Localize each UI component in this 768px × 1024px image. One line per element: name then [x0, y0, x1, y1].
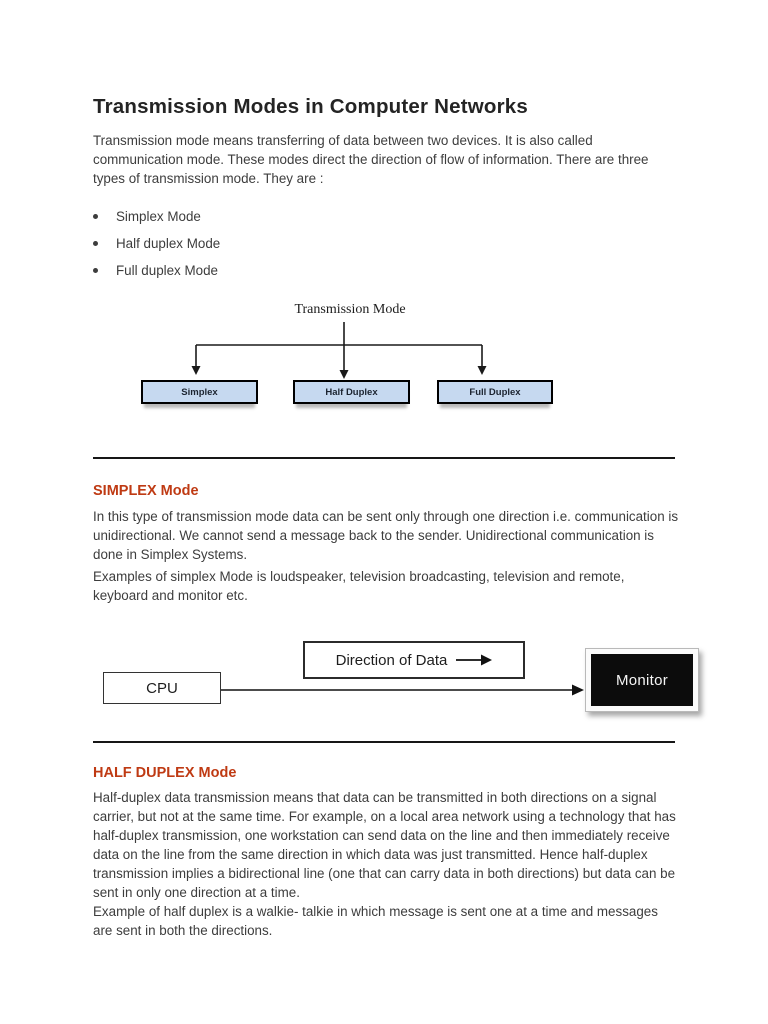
direction-of-data-box: Direction of Data [303, 641, 525, 679]
section-divider [93, 457, 675, 459]
half-duplex-paragraph-1: Half-duplex data transmission means that… [93, 790, 676, 900]
half-duplex-section-heading: HALF DUPLEX Mode [93, 765, 237, 781]
bullet-label: Full duplex Mode [116, 263, 218, 278]
monitor-box: Monitor [585, 648, 699, 712]
bullet-label: Simplex Mode [116, 209, 201, 224]
simplex-paragraph-2: Examples of simplex Mode is loudspeaker,… [93, 569, 625, 603]
tree-root-label: Transmission Mode [294, 302, 406, 317]
bullet-label: Half duplex Mode [116, 236, 221, 251]
transmission-mode-tree-diagram: Transmission Mode Simplex Half Duplex Fu… [140, 300, 560, 410]
tree-box-half-duplex: Half Duplex [293, 380, 410, 404]
bullet-item-half-duplex: Half duplex Mode [93, 236, 493, 251]
simplex-section-heading: SIMPLEX Mode [93, 483, 199, 499]
page-title: Transmission Modes in Computer Networks [93, 95, 528, 118]
monitor-screen: Monitor [591, 654, 693, 706]
direction-of-data-label: Direction of Data [335, 651, 448, 669]
tree-connector-arrows-icon [191, 322, 487, 379]
intro-paragraph: Transmission mode means transferring of … [93, 133, 649, 186]
half-duplex-paragraph-2: Example of half duplex is a walkie- talk… [93, 904, 658, 938]
bullet-item-simplex: Simplex Mode [93, 209, 493, 224]
tree-box-simplex: Simplex [141, 380, 258, 404]
cpu-box: CPU [103, 672, 221, 704]
simplex-flow-diagram: Direction of Data CPU Monitor [93, 634, 705, 722]
bullet-item-full-duplex: Full duplex Mode [93, 263, 493, 278]
right-arrow-icon [456, 654, 493, 666]
tree-box-full-duplex: Full Duplex [437, 380, 553, 404]
section-divider [93, 741, 675, 743]
bullet-icon [93, 267, 98, 273]
bullet-icon [93, 240, 98, 246]
simplex-paragraph-1: In this type of transmission mode data c… [93, 509, 679, 562]
bullet-icon [93, 213, 98, 219]
cpu-to-monitor-arrow-icon [221, 684, 584, 696]
